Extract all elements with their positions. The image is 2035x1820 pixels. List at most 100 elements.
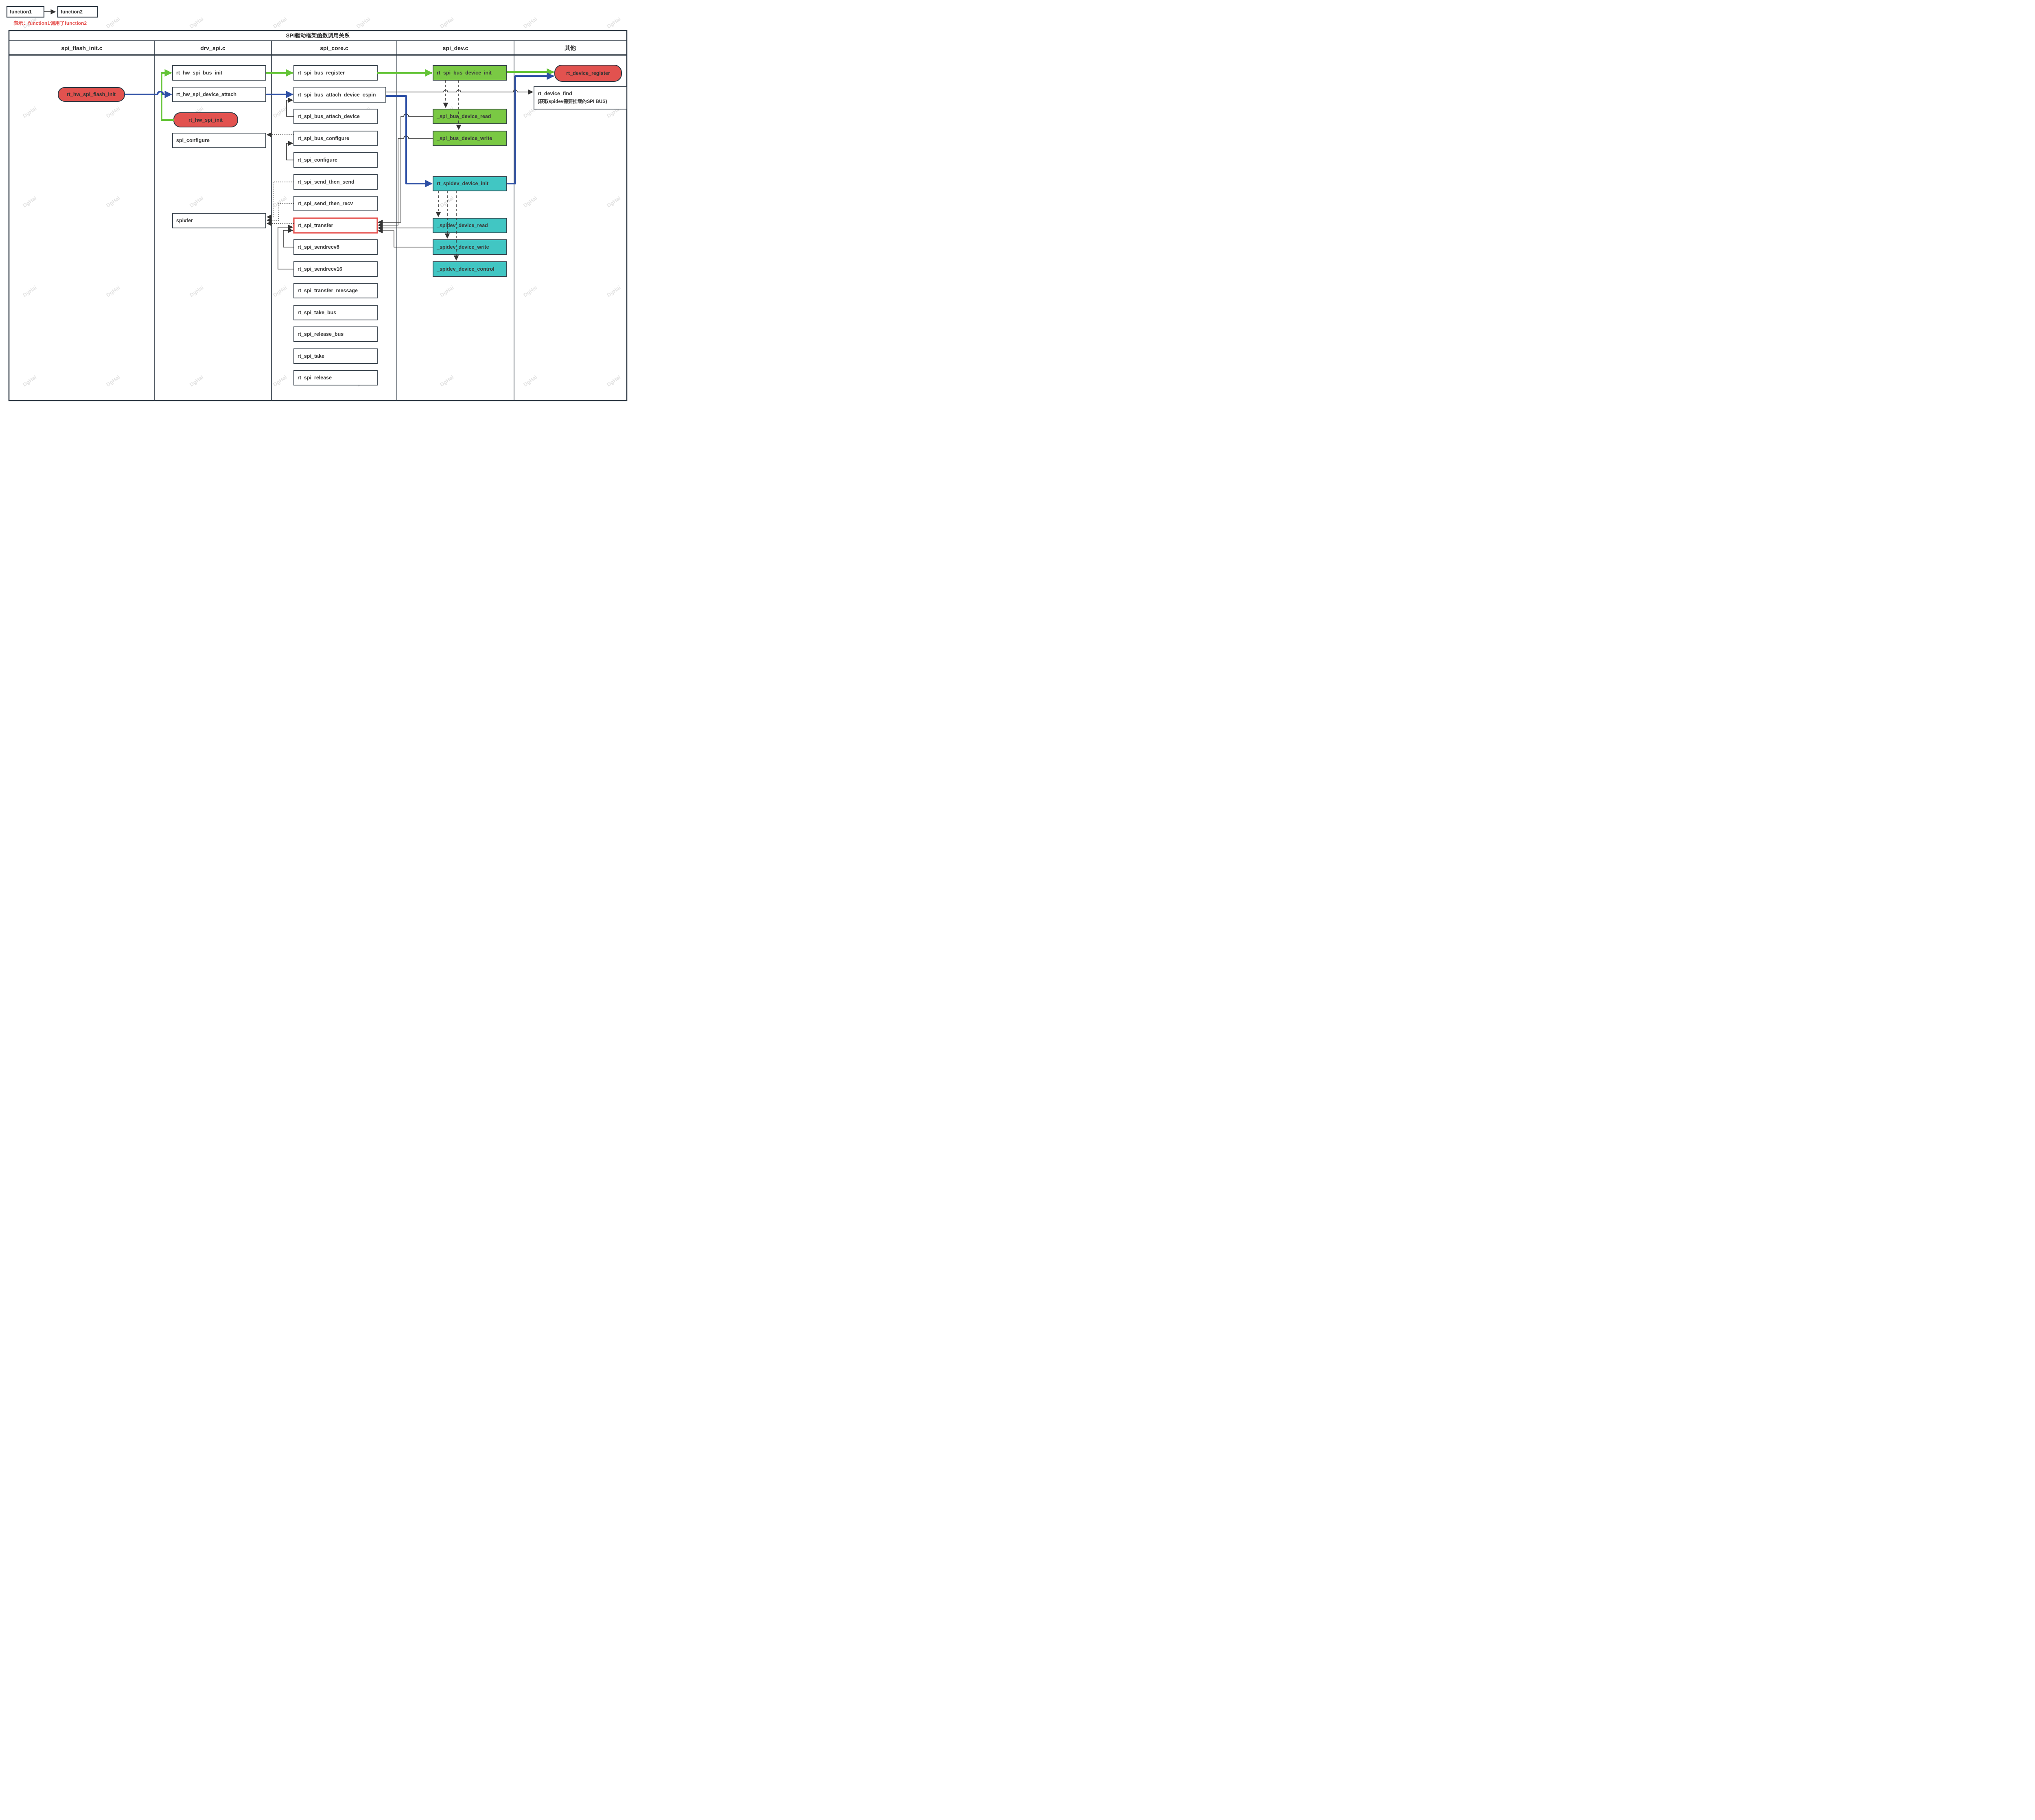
edge-black-cspin-to-devicefind [386,89,534,95]
watermark-text: DgHai [522,374,538,388]
node-rt-spi-send-then-send: rt_spi_send_then_send [293,174,378,190]
node-box [172,133,266,148]
watermark-text: DgHai [355,16,371,30]
node-label: _spi_bus_device_write [436,136,492,141]
node-layer: rt_hw_spi_flash_init rt_hw_spi_bus_init … [58,65,627,385]
node-label: rt_spi_bus_configure [298,136,349,141]
watermark-text: DgHai [272,285,288,298]
legend-function1-label: function1 [10,9,32,15]
node-label: rt_hw_spi_bus_init [176,70,223,76]
column-header-spi-flash-init: spi_flash_init.c [61,45,102,51]
edge-black-configure-to-busconfigure [286,140,294,160]
node-label: _spi_bus_device_read [436,114,491,119]
node-label: rt_spi_bus_register [298,70,345,76]
column-header-spi-core: spi_core.c [320,45,348,51]
node-box [293,305,378,320]
node-label: spi_configure [176,138,210,143]
watermark-text: DgHai [272,374,288,388]
node-label: _spidev_device_write [436,244,489,250]
node-label: rt_spi_bus_attach_device [298,114,360,119]
node-box [554,65,622,82]
node-rt-spi-transfer-message: rt_spi_transfer_message [293,283,378,298]
node-label: rt_device_register [566,70,610,76]
node-rt-spi-release: rt_spi_release [293,370,378,385]
table-frame: SPI驱动框架函数调用关系 spi_flash_init.c drv_spi.c… [8,30,628,401]
node-rt-spi-transfer: rt_spi_transfer [293,217,378,234]
node-label: rt_hw_spi_init [188,117,223,123]
node-label: rt_spi_take_bus [298,310,336,315]
diagram-canvas: DgHai DgHai DgHai DgHai DgHai DgHai DgHa… [0,0,629,401]
node-box [433,218,507,233]
edge-layer [125,68,554,269]
watermark-text: DgHai [188,16,204,30]
node-rt-spi-configure: rt_spi_configure [293,152,378,168]
node-rt-spi-bus-device-init: rt_spi_bus_device_init [433,65,507,81]
node-label: rt_spi_bus_device_init [437,70,492,76]
edge-dotted-sendthenrecv-to-spixfer [266,203,294,223]
spi-call-diagram: DgHai DgHai DgHai DgHai DgHai DgHai DgHa… [6,6,628,401]
node-rt-spi-take-bus: rt_spi_take_bus [293,305,378,320]
node-rt-spi-take: rt_spi_take [293,348,378,364]
legend-function2-label: function2 [61,9,83,15]
watermark-text: DgHai [22,285,37,298]
node-box [293,87,386,103]
watermark-text: DgHai [606,285,621,298]
node-rt-hw-spi-bus-init: rt_hw_spi_bus_init [172,65,266,81]
node-rt-spi-send-then-recv: rt_spi_send_then_recv [293,196,378,211]
table-title: SPI驱动框架函数调用关系 [286,32,350,39]
node-spixfer: spixfer [172,213,266,228]
edge-black-busdeviceread-to-transfer [377,114,433,225]
node-sublabel: (获取spidev需要挂载的SPI BUS) [538,99,607,104]
node-box [293,196,378,211]
node-label: rt_spi_transfer_message [298,288,358,293]
watermark-text: DgHai [439,374,455,388]
node-box [534,86,627,110]
watermark-text: DgHai [22,105,37,119]
node-label: rt_spi_release_bus [298,331,344,337]
node-rt-spidev-device-init: rt_spidev_device_init [433,176,507,191]
edge-black-busdevicewrite-to-transfer [377,136,433,228]
node-label: rt_hw_spi_device_attach [176,92,236,97]
watermark-text: DgHai [188,195,204,209]
node-box [293,348,378,364]
watermark-text: DgHai [105,285,121,298]
node-rt-device-register: rt_device_register [554,65,622,82]
node-label: rt_spi_sendrecv16 [298,266,342,272]
node-box [293,131,378,146]
node-spidev-device-control: _spidev_device_control [433,261,507,277]
watermark-text: DgHai [105,16,121,30]
node-spi-bus-device-write: _spi_bus_device_write [433,131,507,146]
watermark-text: DgHai [272,195,288,209]
node-rt-hw-spi-init: rt_hw_spi_init [173,112,238,127]
node-box [433,261,507,277]
node-box [433,109,507,124]
watermark-text: DgHai [606,195,621,209]
watermark-text: DgHai [105,105,121,119]
edge-dotted-sendthensend-to-spixfer [266,182,294,220]
node-rt-spi-bus-attach-device: rt_spi_bus_attach_device [293,109,378,124]
node-label: rt_spi_send_then_send [298,179,354,185]
node-rt-spi-bus-attach-device-cspin: rt_spi_bus_attach_device_cspin [293,87,386,103]
edge-blue-flashinit-to-deviceattach [125,90,172,99]
node-box [433,239,507,255]
column-header-spi-dev: spi_dev.c [443,45,468,51]
watermark-text: DgHai [606,16,621,30]
edge-blue-spidevinit-to-deviceregister [507,72,554,184]
node-rt-spi-release-bus: rt_spi_release_bus [293,326,378,342]
node-label: rt_spi_bus_attach_device_cspin [298,92,376,98]
node-rt-hw-spi-device-attach: rt_hw_spi_device_attach [172,87,266,102]
edge-blue-cspin-to-spidevinit [386,95,433,188]
node-label: _spidev_device_control [436,266,495,272]
node-box [172,213,266,228]
node-box-highlighted [293,217,378,234]
node-label: spixfer [176,218,193,223]
node-box [172,87,266,102]
node-box [293,65,378,81]
node-box [293,152,378,168]
edge-green-hwspiinit-to-hwbusinit [161,69,174,121]
legend: function1 function2 表示：function1调用了funct… [6,6,98,26]
node-rt-spi-sendrecv8: rt_spi_sendrecv8 [293,239,378,255]
watermark-text: DgHai [105,374,121,388]
node-box [293,174,378,190]
watermark-text: DgHai [522,195,538,209]
